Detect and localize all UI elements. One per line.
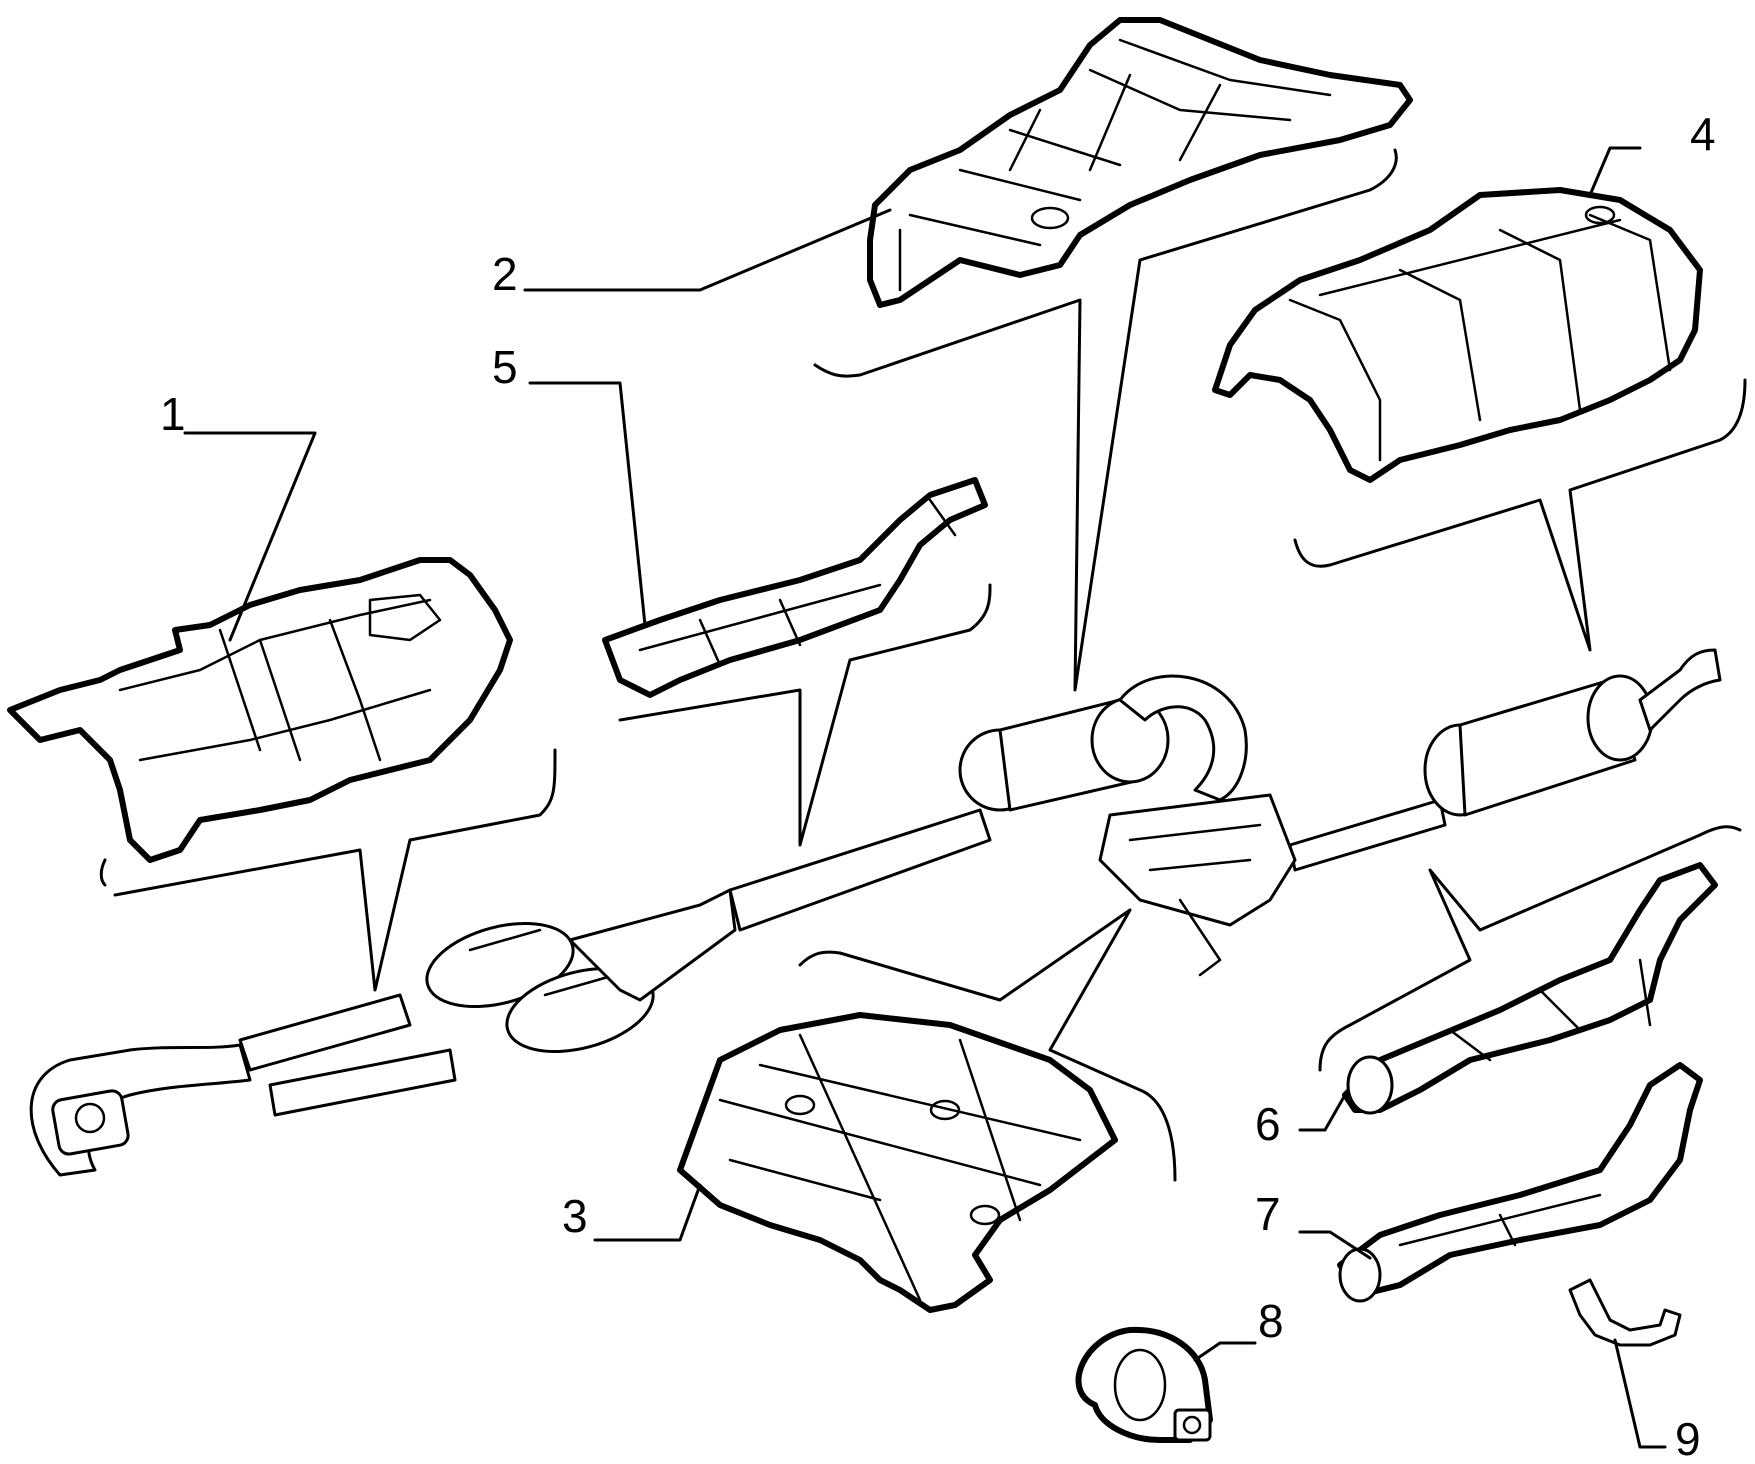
callout-4: 4 bbox=[1690, 108, 1716, 160]
part-8-clamp bbox=[1075, 1326, 1213, 1443]
part-4-rear-heat-shield bbox=[1212, 187, 1703, 483]
callout-8: 8 bbox=[1258, 1295, 1284, 1347]
shield-on-pipe bbox=[1098, 793, 1297, 977]
part-7-tail-pipe-shield bbox=[1337, 1062, 1703, 1303]
part-6-rear-pipe-shield bbox=[1342, 862, 1718, 1115]
callout-5: 5 bbox=[492, 341, 518, 393]
callout-3: 3 bbox=[562, 1190, 588, 1242]
callout-7: 7 bbox=[1255, 1188, 1281, 1240]
callout-6: 6 bbox=[1255, 1098, 1281, 1150]
callout-9: 9 bbox=[1675, 1413, 1701, 1464]
part-2-tunnel-heat-shield bbox=[867, 17, 1413, 308]
part-9-bracket bbox=[1568, 1278, 1682, 1347]
part-5-pipe-heat-shield bbox=[602, 477, 988, 698]
exhaust-pipe-assembly bbox=[29, 648, 1722, 1177]
leader-lines bbox=[99, 146, 1747, 1449]
part-1-front-heat-shield bbox=[7, 557, 513, 863]
callout-2: 2 bbox=[492, 248, 518, 300]
callout-labels: 1 2 3 4 5 6 7 8 9 bbox=[160, 108, 1716, 1464]
callout-1: 1 bbox=[160, 388, 186, 440]
part-3-floor-heat-shield bbox=[677, 1012, 1118, 1313]
